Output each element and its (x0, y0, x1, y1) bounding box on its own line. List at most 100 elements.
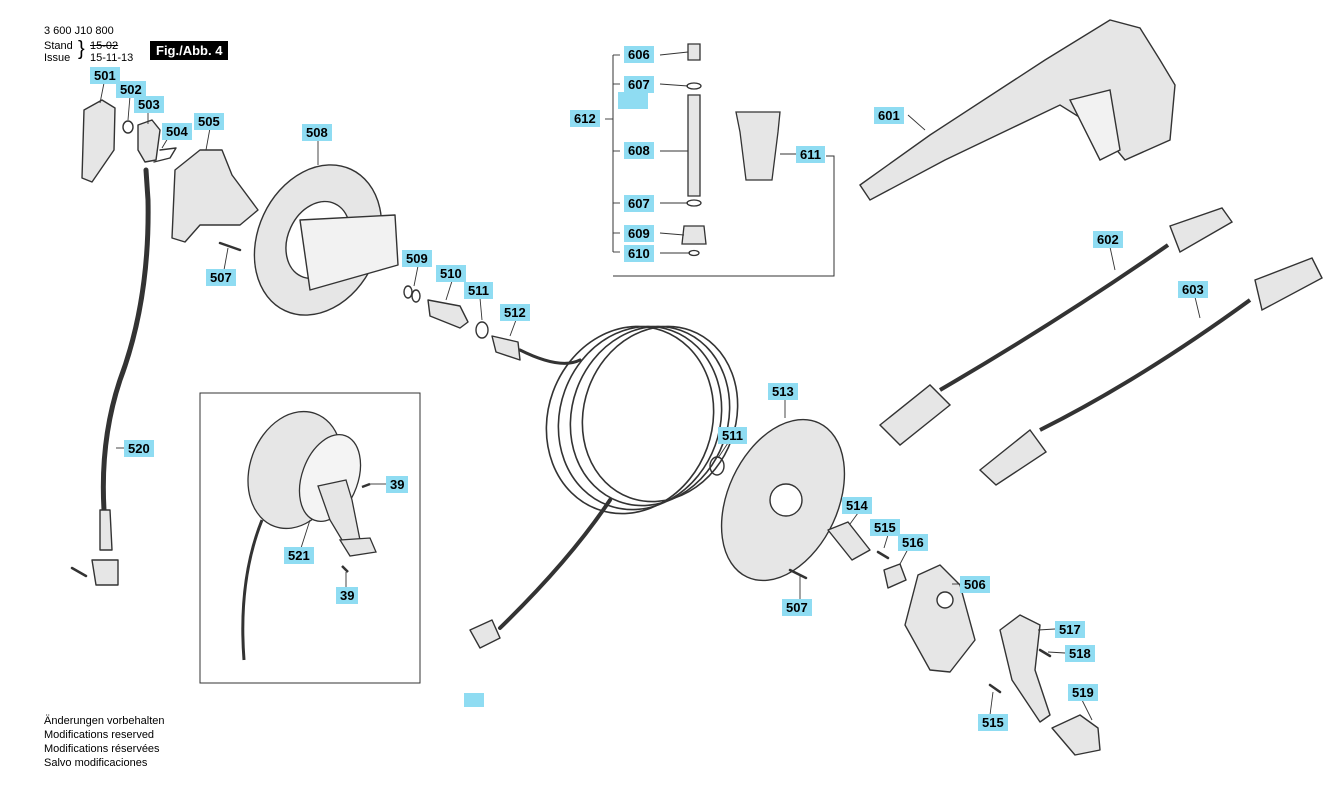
issue-value: 15-11-13 (90, 52, 134, 64)
part-507-screw-a (218, 241, 242, 252)
part-512-fitting (491, 335, 521, 361)
callout-607-b: 607 (624, 195, 654, 212)
empty-highlight-box (464, 693, 484, 707)
part-519-knob (1051, 714, 1101, 756)
part-509-ring-b (411, 289, 421, 303)
part-518-screw (1038, 648, 1052, 658)
accessory-group (681, 43, 781, 257)
brace-glyph: } (78, 38, 85, 60)
part-506-bracket (904, 564, 976, 673)
figure-tag: Fig./Abb. 4 (150, 41, 229, 60)
callout-515-a: 515 (870, 519, 900, 536)
part-517-crank (999, 614, 1051, 723)
callout-513: 513 (768, 383, 798, 400)
callout-610: 610 (624, 245, 654, 262)
callout-519: 519 (1068, 684, 1098, 701)
footer-line-fr: Modifications réservées (44, 743, 160, 755)
callout-608: 608 (624, 142, 654, 159)
footer-notes: Änderungen vorbehalten Modifications res… (44, 714, 164, 770)
part-601-gun (859, 19, 1176, 201)
part-505-bracket (171, 149, 259, 243)
stand-label: Stand (44, 40, 73, 52)
part-603-lance (978, 257, 1323, 486)
callout-601: 601 (874, 107, 904, 124)
inset-frame (199, 392, 421, 684)
callout-503: 503 (134, 96, 164, 113)
highlight-swatch (618, 92, 648, 109)
part-515-screw-b (988, 683, 1002, 694)
callout-39-b: 39 (336, 587, 359, 604)
part-608-hose (687, 94, 701, 197)
callout-521: 521 (284, 547, 314, 564)
part-516-clip (883, 563, 907, 589)
callout-505: 505 (194, 113, 224, 130)
part-502-oring (122, 120, 134, 134)
part-607-ring-a (686, 82, 702, 90)
group-612-frame (613, 155, 835, 277)
callout-517: 517 (1055, 621, 1085, 638)
callout-518: 518 (1065, 645, 1095, 662)
document-number: 3 600 J10 800 (44, 25, 114, 37)
callout-508: 508 (302, 124, 332, 141)
part-512-hose-nut (469, 619, 501, 649)
part-512-hose-start (518, 348, 582, 365)
part-507-screw-b (788, 568, 808, 580)
callout-611: 611 (796, 146, 825, 163)
part-520-hose (100, 167, 151, 513)
part-501-bracket (81, 99, 116, 183)
callout-514: 514 (842, 497, 872, 514)
callout-603: 603 (1178, 281, 1208, 298)
footer-line-de: Änderungen vorbehalten (44, 715, 165, 727)
callout-510: 510 (436, 265, 466, 282)
callout-509: 509 (402, 250, 432, 267)
inset-screw-39-a (361, 482, 371, 489)
callout-511-a: 511 (464, 282, 493, 299)
part-510-connector (427, 299, 469, 329)
callout-507-a: 507 (206, 269, 236, 286)
callout-504: 504 (162, 123, 192, 140)
part-511-ring-b (709, 456, 725, 476)
part-512-hose-tail (498, 498, 612, 630)
callout-501: 501 (90, 67, 120, 84)
leader-lines (99, 51, 1201, 721)
callout-502: 502 (116, 81, 146, 98)
stand-value: 15-02 (90, 40, 119, 52)
part-609-nut (681, 225, 707, 245)
callout-609: 609 (624, 225, 654, 242)
inset-hose (241, 519, 264, 661)
part-511-ring-a (475, 321, 489, 339)
part-504-clip (153, 147, 177, 163)
issue-label: Issue (44, 52, 71, 64)
callout-602: 602 (1093, 231, 1123, 248)
part-606-nipple (687, 43, 701, 61)
callout-606: 606 (624, 46, 654, 63)
part-503-fitting (137, 119, 161, 163)
part-513-hub (769, 483, 803, 517)
part-520-fitting (99, 509, 113, 551)
part-509-ring-a (403, 285, 413, 299)
callout-520: 520 (124, 440, 154, 457)
callout-512: 512 (500, 304, 530, 321)
callout-516: 516 (898, 534, 928, 551)
inset-screw-39-b (341, 565, 349, 573)
part-506-hole (936, 591, 954, 609)
callout-506: 506 (960, 576, 990, 593)
part-521-assembled-reel (247, 410, 377, 557)
callout-607-a: 607 (624, 76, 654, 93)
part-610-washer (688, 249, 700, 257)
footer-line-en: Modifications reserved (44, 729, 155, 741)
callout-612: 612 (570, 110, 600, 127)
callout-39-a: 39 (386, 476, 409, 493)
callout-507-b: 507 (782, 599, 812, 616)
part-611-filter (735, 111, 781, 181)
callout-515-b: 515 (978, 714, 1008, 731)
footer-line-es: Salvo modificaciones (44, 757, 148, 769)
part-508-drum (299, 214, 399, 291)
part-515-screw-a (876, 550, 890, 560)
part-514-shaft (827, 521, 871, 561)
part-520-clip (70, 566, 88, 578)
part-520-elbow (91, 559, 119, 586)
part-607-ring-b (686, 199, 702, 207)
callout-511-b: 511 (718, 427, 747, 444)
